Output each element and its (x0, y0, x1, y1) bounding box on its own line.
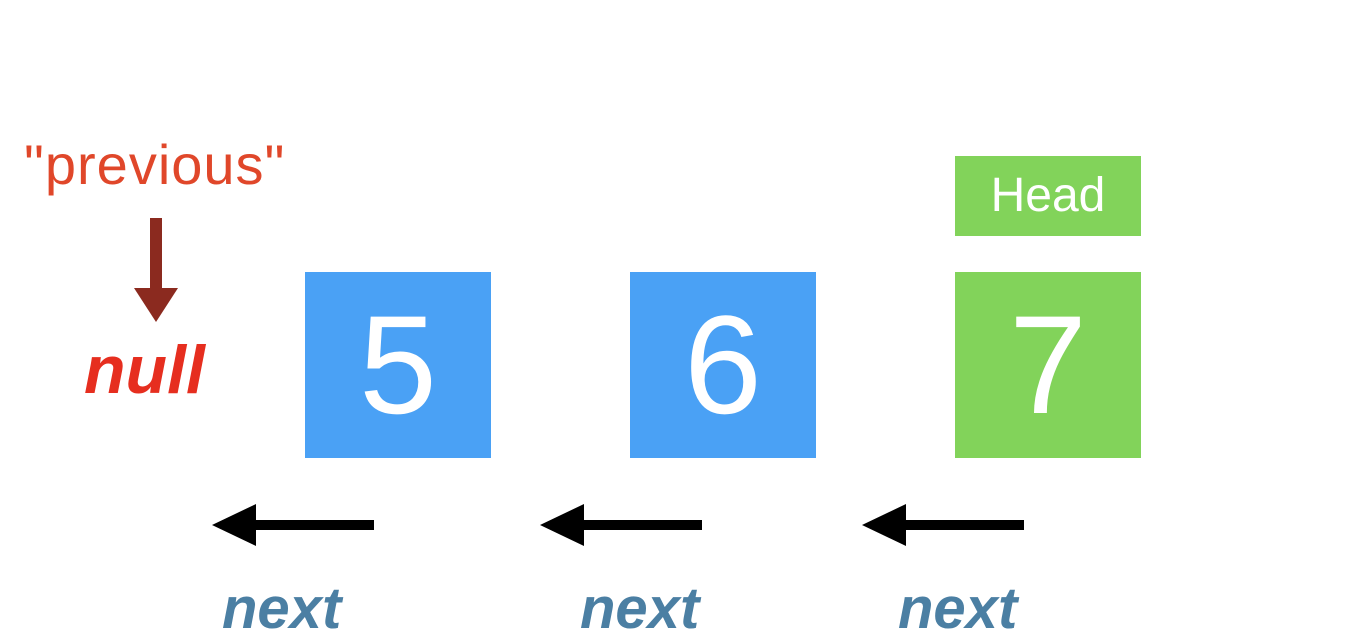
left-arrow-icon (540, 504, 702, 546)
down-arrow-icon (134, 218, 178, 322)
previous-label: "previous" (24, 133, 286, 196)
next-label: next (898, 576, 1018, 641)
null-label: null (84, 332, 205, 408)
next-label: next (580, 576, 700, 641)
list-node-6: 6 (630, 272, 816, 458)
list-node-5: 5 (305, 272, 491, 458)
next-label: next (222, 576, 342, 641)
head-label: Head (955, 156, 1141, 236)
list-node-7: 7 (955, 272, 1141, 458)
left-arrow-icon (862, 504, 1024, 546)
left-arrow-icon (212, 504, 374, 546)
